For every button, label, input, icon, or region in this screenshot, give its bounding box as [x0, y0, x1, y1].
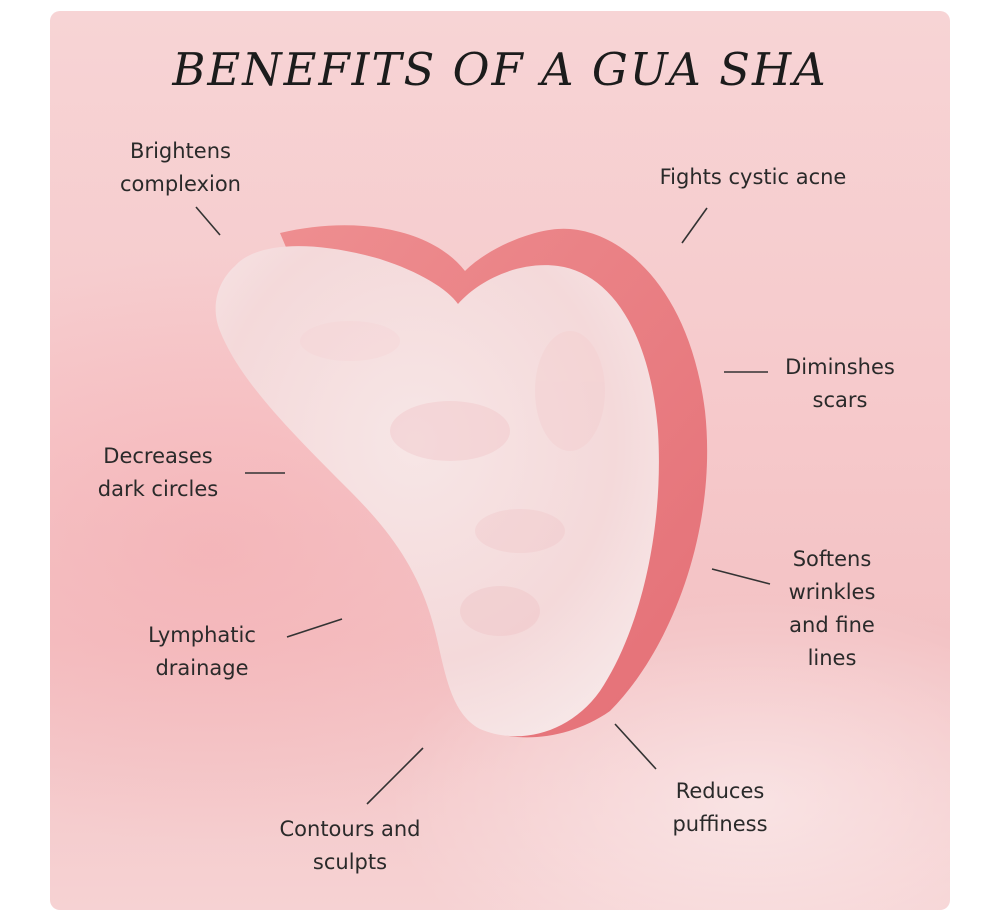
infographic-card: BENEFITS OF A GUA SHA [50, 11, 950, 910]
stone-face [215, 246, 659, 737]
leader-brightens [195, 206, 221, 236]
label-fights-cystic-acne: Fights cystic acne [659, 165, 847, 189]
leader-lymphatic [286, 618, 343, 638]
label-lymphatic-drainage: Lymphatic drainage [148, 623, 256, 680]
label-diminishes-scars: Diminshes scars [785, 355, 895, 412]
leader-lines [195, 206, 771, 805]
label-contours-and-sculpts: Contours and sculpts [279, 817, 421, 874]
label-brightens-complexion: Brightens complexion [120, 139, 241, 196]
page-title: BENEFITS OF A GUA SHA [172, 43, 828, 96]
crystal-texture [300, 321, 605, 636]
leader-acne [681, 207, 708, 244]
label-decreases-dark-circles: Decreases dark circles [97, 444, 219, 501]
leader-puffiness [614, 723, 657, 770]
leader-contours [366, 747, 424, 805]
leader-wrinkles [711, 568, 771, 585]
label-softens-wrinkles: Softens wrinkles and fine lines [788, 547, 876, 670]
label-reduces-puffiness: Reduces puffiness [672, 779, 768, 836]
gua-sha-illustration [215, 225, 708, 738]
